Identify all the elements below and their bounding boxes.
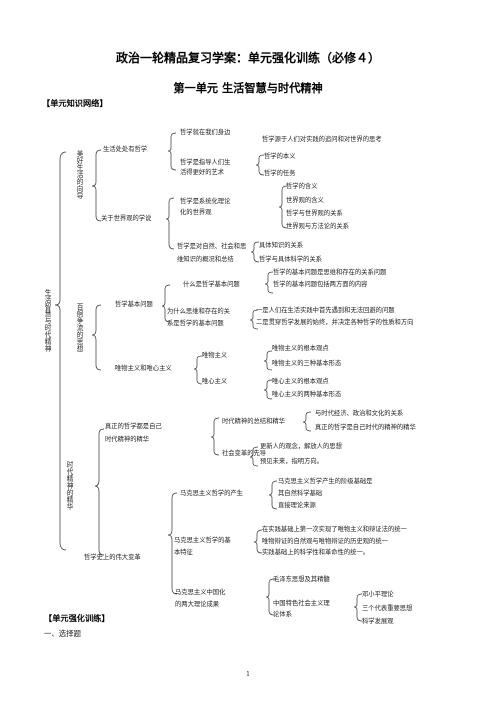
b1b-brace <box>165 197 175 250</box>
node-b1b1a: 哲学的含义 <box>286 183 318 190</box>
node-b3b1a: 马克思主义哲学产生的阶级基础是 <box>278 478 373 485</box>
node-b2a: 哲学基本问题 <box>115 301 153 308</box>
node-b2a2-line1: 为什么思维和存在的关 <box>167 308 230 315</box>
node-b3a-yb: 预见未来，指明方向。 <box>260 458 323 465</box>
node-b3b1b: 其自然科学基础 <box>278 490 323 497</box>
node-b3b3b2: 三个代表重要思想 <box>362 605 413 612</box>
b3b3-brace <box>265 578 275 616</box>
node-b3b2-line1: 马克思主义哲学的基 <box>174 537 231 544</box>
node-b2a2a: 一是人们在生活实践中首先遇到和无法回避的问题 <box>256 307 395 314</box>
node-b3b2c: 实践基础上的科学性和革命性的统一。 <box>262 549 370 556</box>
node-b3b3b3: 科学发展观 <box>362 618 394 625</box>
b3b3b-brace <box>353 593 363 622</box>
document-title: 政治一轮精品复习学案：单元强化训练（必修４） <box>115 51 380 65</box>
node-b3a-ya: 更新人的观念，解放人的思想 <box>260 443 342 450</box>
node-b1a2-line1: 哲学是指导人们生 <box>180 159 231 166</box>
node-b2b1a: 唯物主义的根本观点 <box>272 345 329 352</box>
node-b2b1: 唯物主义 <box>202 352 228 359</box>
section-knowledge-network: 【单元知识网络】 <box>42 98 108 108</box>
node-b3a-xb: 真正的哲学是自己时代的精神的精华 <box>315 424 416 431</box>
node-b1b2b: 哲学与具体科学的关系 <box>259 256 322 263</box>
node-b3a-line1: 真正的哲学都是自己 <box>105 423 162 430</box>
b2a1-brace <box>264 271 274 294</box>
b3b1-brace <box>268 480 278 510</box>
node-b3b: 哲学史上的伟大变革 <box>84 554 141 561</box>
node-b1b1c: 哲学与世界观的关系 <box>286 210 343 217</box>
node-b2b: 唯物主义和唯心主义 <box>115 365 172 372</box>
node-b3a-x: 时代精神的总结和精华 <box>222 418 285 425</box>
node-b2a1a: 哲学的基本问题是思维和存在的关系问题 <box>273 269 387 276</box>
branch-b1: 美好生活的向导 <box>76 150 84 200</box>
node-b3b2a: 在实践基础上第一次实现了唯物主义和辩证法的统一 <box>262 526 407 533</box>
node-b3a-line2: 时代精神的精华 <box>105 436 150 443</box>
b1-brace <box>91 149 102 222</box>
b1a-brace <box>167 132 177 171</box>
b1b1-brace <box>278 185 288 229</box>
node-b3b1: 马克思主义哲学的产生 <box>180 490 243 497</box>
node-b3b3-line2: 的两大理论成果 <box>175 601 220 608</box>
b3b-brace <box>167 492 178 595</box>
b3ay-brace <box>249 446 259 467</box>
node-b1a2y: 哲学的任务 <box>264 170 296 177</box>
node-b3b3-line1: 马克思主义中国化 <box>175 589 226 596</box>
node-b3a-xa: 与时代经济、政治和文化的关系 <box>315 410 404 417</box>
node-b1b1-line1: 哲学是系统化理论 <box>180 198 231 205</box>
b1a2-brace <box>255 154 265 176</box>
node-b1b2a: 具体知识的关系 <box>259 242 304 249</box>
node-b2b2a: 唯心主义的根本观点 <box>272 378 329 385</box>
node-b1a2-line2: 活得更好的艺术 <box>180 169 225 176</box>
unit-title: 第一单元 生活智慧与时代精神 <box>173 81 323 95</box>
node-b1b: 关于世界观的学说 <box>101 215 152 222</box>
node-b1b1b: 世界观的含义 <box>286 197 324 204</box>
node-b2b1b: 唯物主义的三种基本形态 <box>272 360 342 367</box>
node-b3b3b-line1: 中国特色社会主义理 <box>273 600 330 607</box>
map-root: 生活智慧与时代精神 <box>44 289 52 353</box>
branch-b3: 时代精神的精华 <box>66 461 74 511</box>
node-b1a1n: 哲学源于人们对实践的追问和对世界的思考 <box>262 136 382 143</box>
node-b1a1: 哲学就在我们身边 <box>180 129 231 136</box>
node-b2a1: 什么是哲学基本问题 <box>183 281 240 288</box>
node-b3a-y: 社会变革的先导 <box>222 450 267 457</box>
section-training: 【单元强化训练】 <box>44 613 110 623</box>
b2b1-brace <box>263 350 273 371</box>
branch-b2: 百舸争流的思想 <box>76 303 84 353</box>
node-b2b2b: 唯心主义的两种基本形态 <box>272 391 342 398</box>
node-b2a1b: 哲学的基本问题包括两方面的内容 <box>273 281 368 288</box>
root-brace <box>54 151 67 551</box>
node-b3b1c: 直接理论来源 <box>278 502 316 509</box>
page-number: 1 <box>246 671 250 678</box>
node-b3b3b1: 邓小平理论 <box>362 591 394 598</box>
node-b1a: 生活处处有哲学 <box>103 146 148 153</box>
b3ax-brace <box>302 411 312 432</box>
node-b3b3a: 毛泽东思想及其精髓 <box>273 576 330 583</box>
b2b-brace <box>193 355 203 385</box>
node-b3b2b: 唯物辩证的自然观与唯物辩证的历史观的统一 <box>262 538 388 545</box>
b2-brace <box>91 304 102 371</box>
b3-brace <box>94 428 105 556</box>
node-b1b1-line2: 化的世界观 <box>180 209 212 216</box>
node-b1b2-line1: 哲学是对自然、社会和思 <box>177 243 247 250</box>
b3a-brace <box>210 417 220 456</box>
b2b2-brace <box>263 379 273 400</box>
node-b2a2-line2: 系是哲学的基本问题 <box>167 320 224 327</box>
node-b1b2-line2: 维知识的概况和总结 <box>177 256 234 263</box>
b3b2-brace <box>253 529 263 554</box>
node-b1a2x: 哲学的本义 <box>264 153 296 160</box>
node-b3b3b-line2: 论体系 <box>273 611 292 618</box>
node-b3b2-line2: 本特征 <box>174 549 193 556</box>
b2a-brace <box>161 284 171 323</box>
node-b2a2b: 二是贯穿哲学发展的始终，并决定各种哲学的性质和方向 <box>256 319 414 326</box>
b2a2-brace <box>249 309 259 330</box>
question-type: 一、选择题 <box>44 629 81 638</box>
node-b1b1d: 世界观与方法论的关系 <box>286 223 349 230</box>
b1b2-brace <box>250 241 260 263</box>
node-b2b2: 唯心主义 <box>202 378 228 385</box>
